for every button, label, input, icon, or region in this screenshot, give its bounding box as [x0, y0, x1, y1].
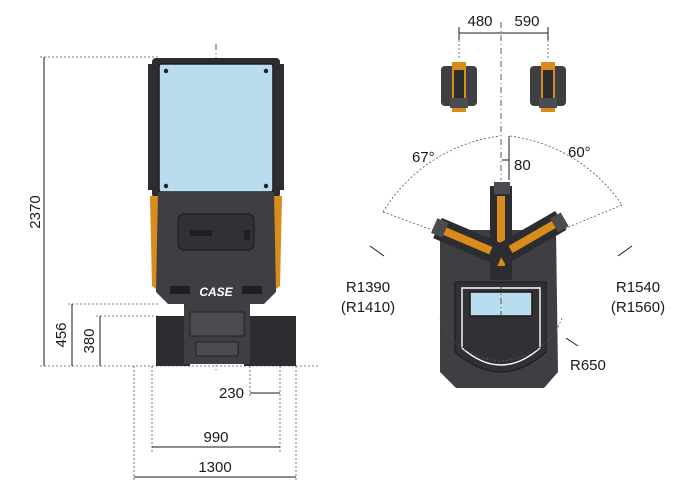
boom-swung-left	[431, 217, 507, 266]
radius-right-alt: (R1560)	[611, 299, 665, 316]
dim-track-gauge: 990	[203, 429, 228, 446]
angle-left: 67°	[412, 149, 435, 166]
brand-logo-text: CASE	[199, 285, 233, 299]
dim-overall-height: 2370	[27, 195, 44, 228]
cab-right-post	[279, 64, 284, 190]
top-view: 480 590 67° 60° 80	[341, 13, 665, 388]
cab-front-glass	[158, 63, 274, 193]
glass-bolt-bl	[163, 183, 169, 189]
radius-left-arrow	[369, 245, 385, 257]
boom-cylinder-straight	[497, 196, 505, 266]
dim-offset-left: 480	[467, 13, 492, 30]
hood-latch	[244, 230, 250, 240]
dim-track-width: 230	[219, 385, 244, 402]
dim-overall-width: 1300	[198, 459, 231, 476]
swing-bearing	[189, 311, 245, 337]
radius-tail: R650	[570, 357, 606, 374]
boom-swung-right	[494, 210, 569, 266]
hood-vent	[190, 230, 212, 236]
cab-left-post	[148, 64, 153, 190]
front-view: CASE 2370 456 380 230 990 1300	[27, 44, 320, 482]
left-light	[170, 286, 190, 294]
dim-boom-offset: 80	[514, 157, 531, 174]
swing-arc-left	[382, 135, 501, 213]
radius-left: R1390	[346, 279, 390, 296]
glass-bolt-br	[263, 183, 269, 189]
tail-swing-arc	[439, 317, 563, 361]
radius-left-alt: (R1410)	[341, 299, 395, 316]
radius-right: R1540	[616, 279, 660, 296]
radius-tail-arrow	[565, 337, 579, 347]
right-track	[244, 316, 296, 366]
angle-right: 60°	[568, 144, 591, 161]
dim-track-height-outer: 456	[53, 322, 70, 347]
dim-offset-right: 590	[514, 13, 539, 30]
engine-hood-panel	[177, 213, 255, 251]
blade-bracket	[195, 341, 239, 357]
right-light	[242, 286, 262, 294]
dim-track-height-inner: 380	[81, 328, 98, 353]
radius-right-arrow	[617, 245, 633, 257]
glass-bolt-tr	[263, 68, 269, 74]
glass-bolt-tl	[163, 68, 169, 74]
bucket-offset-right	[530, 62, 566, 112]
bucket-straight	[494, 182, 510, 194]
bucket-offset-left	[441, 62, 477, 112]
